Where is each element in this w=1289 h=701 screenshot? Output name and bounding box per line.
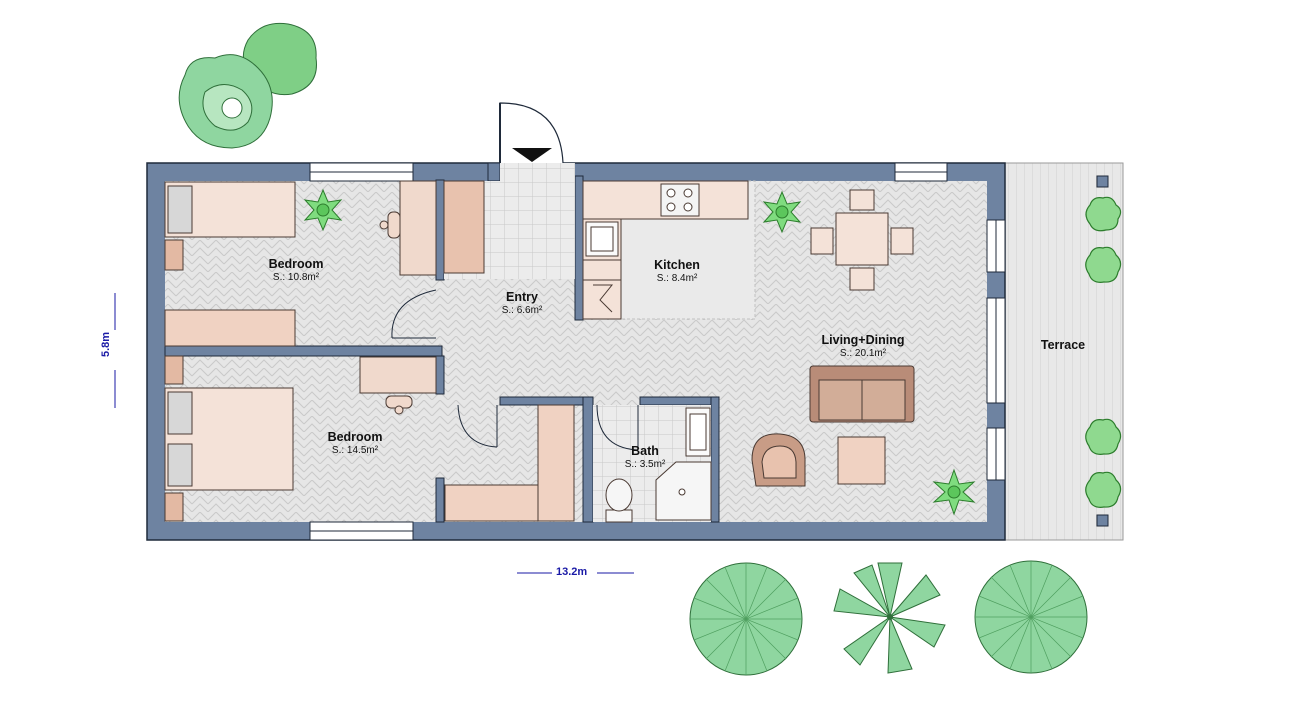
- coffee-table: [837, 436, 886, 485]
- room-label-entry: Entry S.: 6.6m²: [502, 290, 543, 317]
- bath-fixtures: [605, 407, 712, 523]
- tree-icon-3: [974, 560, 1088, 674]
- dining-chair-top: [849, 189, 875, 211]
- bed-pillow: [167, 185, 193, 234]
- windows: [309, 162, 1006, 541]
- dining-chair-bottom: [849, 267, 875, 291]
- shrub-icon-1: [1085, 196, 1122, 232]
- dining-chair-left: [810, 227, 834, 255]
- entrance-arrow-icon: [512, 148, 552, 162]
- indoor-plants: [303, 188, 976, 516]
- bedroom2-wardrobe: [444, 484, 539, 522]
- shrub-icon-2: [1085, 246, 1122, 283]
- shrub-icon-3: [1085, 418, 1122, 455]
- entrance-door: [499, 102, 575, 181]
- bedroom2-desk: [359, 356, 437, 394]
- terrace-shrubs: [1085, 196, 1122, 508]
- room-name: Bath: [631, 444, 659, 458]
- plant-icon-bedroom: [303, 188, 343, 232]
- trees-bottom: [689, 560, 1088, 676]
- room-label-bedroom-1: Bedroom S.: 10.8m²: [269, 257, 324, 284]
- plant-icon-living: [932, 468, 976, 516]
- tree-icon-1: [689, 562, 803, 676]
- room-name: Kitchen: [654, 258, 700, 272]
- desk: [399, 180, 437, 276]
- interior-walls: [164, 162, 720, 523]
- room-label-living-dining: Living+Dining S.: 20.1m²: [822, 333, 905, 360]
- plant-icon-kitchen: [762, 190, 802, 234]
- bedroom1-furniture: [164, 180, 437, 347]
- room-name: Bedroom: [268, 257, 324, 271]
- entry-cabinet: [443, 180, 485, 274]
- room-area: S.: 3.5m²: [624, 459, 666, 470]
- room-name: Terrace: [1040, 338, 1086, 352]
- room-name: Bedroom: [327, 430, 383, 444]
- room-label-bedroom-2: Bedroom S.: 14.5m²: [328, 430, 383, 457]
- wardrobe: [164, 309, 296, 347]
- room-area: S.: 10.8m²: [272, 272, 320, 283]
- room-name: Entry: [506, 290, 538, 304]
- desk-chair: [387, 211, 401, 239]
- room-label-terrace: Terrace: [1041, 338, 1085, 353]
- room-area: S.: 8.4m²: [656, 273, 698, 284]
- tree-icon-2: [833, 562, 946, 674]
- kitchen-furniture: [582, 180, 749, 320]
- height-dimension: 5.8m: [100, 331, 112, 357]
- nightstand: [164, 239, 184, 271]
- bed-pillow-2: [167, 443, 193, 487]
- room-label-bath: Bath S.: 3.5m²: [625, 444, 666, 471]
- nightstand-2: [164, 492, 184, 522]
- width-dimension: 13.2m: [556, 566, 588, 578]
- room-area: S.: 14.5m²: [331, 445, 379, 456]
- room-area: S.: 20.1m²: [839, 348, 887, 359]
- tree-cluster-icon: [178, 22, 317, 149]
- door-bedroom1: [391, 289, 437, 339]
- room-label-kitchen: Kitchen S.: 8.4m²: [654, 258, 700, 285]
- entry-furniture: [443, 180, 485, 274]
- dimension-lines: [114, 293, 634, 574]
- toilet-icon: [605, 509, 633, 523]
- door-bath: [596, 404, 639, 451]
- dining-table: [835, 212, 889, 266]
- stove-icon: [660, 183, 700, 217]
- living-furniture: [751, 189, 915, 487]
- room-name: Living+Dining: [821, 333, 905, 347]
- bed-pillow-1: [167, 391, 193, 435]
- room-area: S.: 6.6m²: [501, 305, 543, 316]
- dining-chair-right: [890, 227, 914, 255]
- bedroom2-furniture: [164, 355, 575, 522]
- nightstand-1: [164, 355, 184, 385]
- fridge-icon: [593, 284, 614, 313]
- interior-doors: [391, 289, 639, 451]
- shrub-icon-4: [1085, 471, 1122, 508]
- bedroom2-wardrobe-2: [537, 404, 575, 522]
- door-bedroom2: [457, 404, 498, 448]
